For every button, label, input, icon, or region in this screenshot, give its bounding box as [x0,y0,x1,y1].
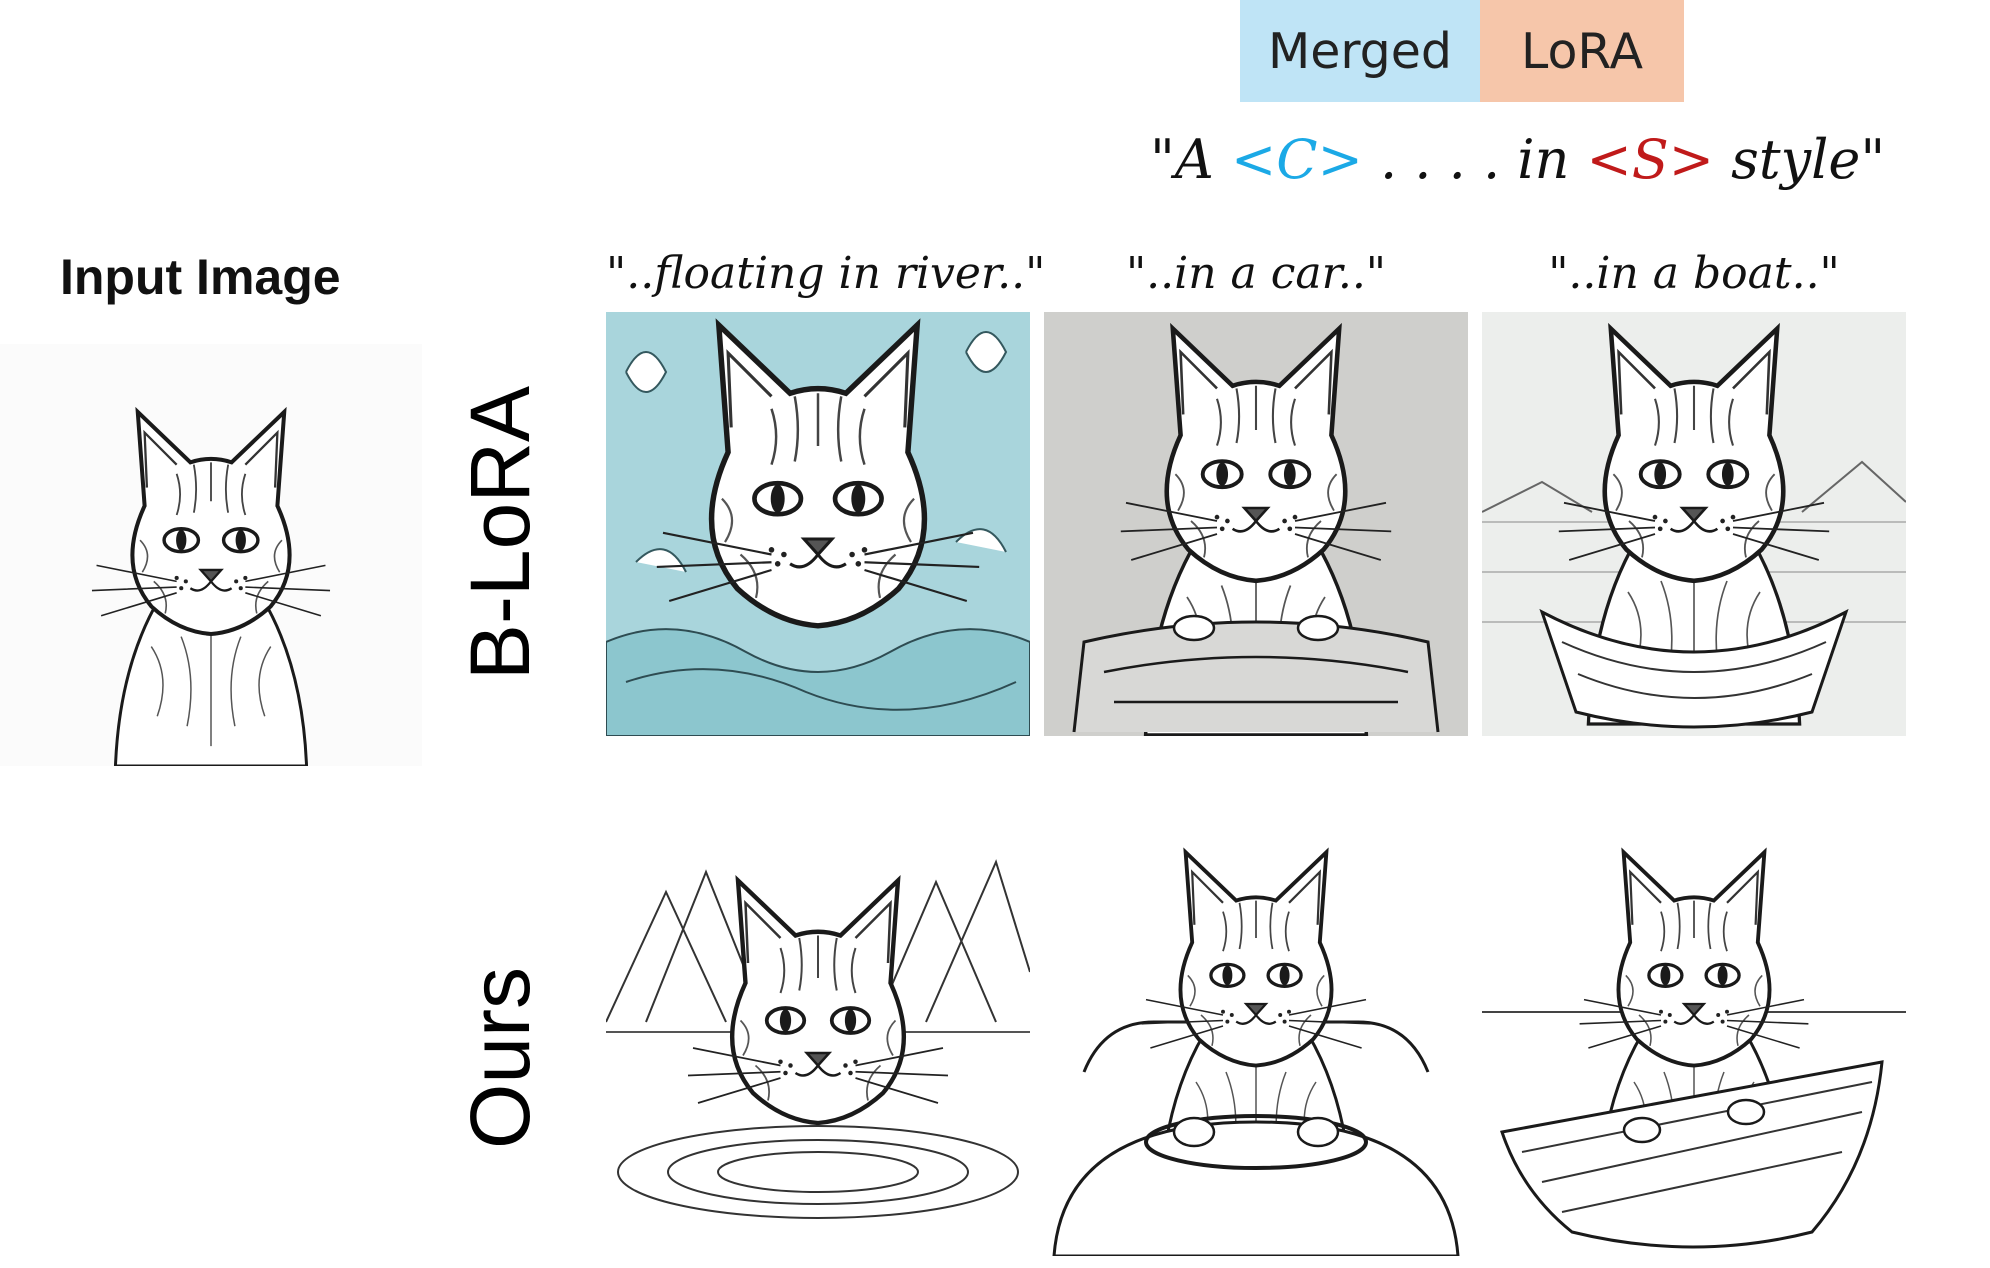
cat-floating-in-river-icon [606,832,1030,1256]
legend: Merged LoRA [1240,0,1684,102]
style-token: <S> [1586,128,1715,191]
row-label-ours: Ours [453,966,547,1150]
column-prompt-car: "..in a car.." [1125,248,1387,299]
ours-river-image [606,832,1030,1256]
ours-boat-image [1482,832,1906,1256]
input-image-title: Input Image [60,249,341,305]
column-prompt-river: "..floating in river.." [606,248,1046,299]
column-prompt-boat: "..in a boat.." [1548,248,1840,299]
ours-car-image [1044,832,1468,1256]
content-token: <C> [1231,128,1363,191]
cat-floating-in-river-icon [606,312,1030,736]
blora-boat-image [1482,312,1906,736]
cat-in-boat-icon [1482,832,1906,1256]
template-prompt-close: style" [1714,128,1886,191]
template-prompt-middle: . . . . in [1362,128,1587,191]
line-art-cat-icon [0,344,422,766]
row-label-blora: B-LoRA [453,385,547,681]
input-image [0,344,422,766]
blora-river-image [606,312,1030,736]
template-prompt: "A <C> . . . . in <S> style" [1150,128,1885,191]
blora-car-image [1044,312,1468,736]
cat-in-car-icon [1044,312,1468,736]
legend-merged: Merged [1240,0,1480,102]
template-prompt-open: "A [1150,128,1231,191]
legend-lora: LoRA [1480,0,1684,102]
cat-in-car-icon [1044,832,1468,1256]
cat-in-boat-icon [1482,312,1906,736]
